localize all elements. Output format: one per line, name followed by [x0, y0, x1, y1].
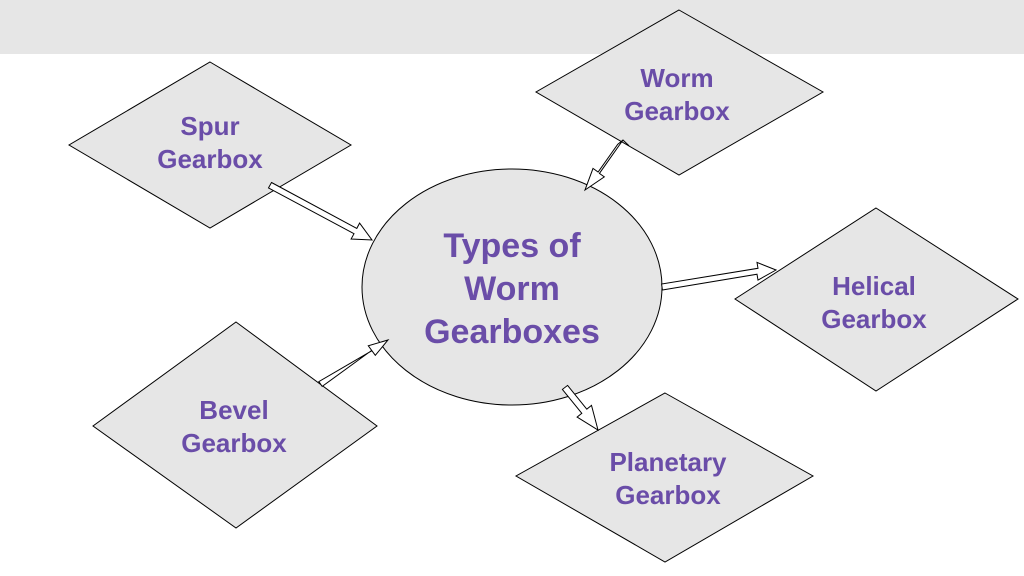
bevel-label-line-2: Gearbox [181, 428, 287, 458]
planetary-label-line-1: Planetary [609, 447, 727, 477]
bevel-label-line-1: Bevel [199, 395, 268, 425]
planetary-gearbox-diamond [514, 392, 815, 563]
arrow-bevel-to-center [318, 339, 390, 388]
arrow-center-to-planetary [561, 384, 599, 432]
arrow-worm-to-center [583, 139, 630, 192]
planetary-label-line-2: Gearbox [615, 480, 721, 510]
helical-label-line-2: Gearbox [821, 304, 927, 334]
bevel-gearbox-diamond [92, 321, 378, 529]
center-title-line-3: Gearboxes [424, 313, 600, 351]
arrow-center-to-helical [661, 261, 778, 291]
helical-gearbox-diamond [734, 207, 1019, 392]
center-title-line-1: Types of [443, 227, 581, 265]
worm-label-line-1: Worm [640, 63, 713, 93]
spur-gearbox-diamond [68, 61, 352, 229]
spur-label-line-2: Gearbox [157, 144, 263, 174]
helical-label-line-1: Helical [832, 271, 916, 301]
worm-label-line-2: Gearbox [624, 96, 730, 126]
center-title-line-2: Worm [464, 270, 560, 308]
header-band [0, 0, 1024, 54]
worm-gearbox-diamond [534, 9, 825, 176]
arrow-spur-to-center [267, 181, 374, 241]
spur-label-line-1: Spur [180, 111, 239, 141]
